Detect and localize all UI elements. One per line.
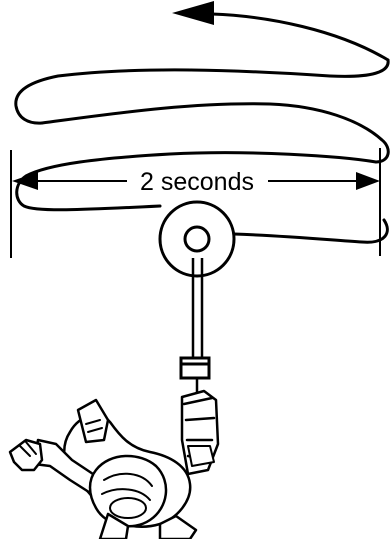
deployment-path-upper xyxy=(16,60,388,162)
skydiver-figure-icon xyxy=(10,391,218,539)
direction-arrow-icon xyxy=(172,1,388,60)
handle-bag-icon xyxy=(181,358,209,392)
duration-label: 2 seconds xyxy=(140,168,254,196)
pilot-chute-icon xyxy=(160,202,234,276)
